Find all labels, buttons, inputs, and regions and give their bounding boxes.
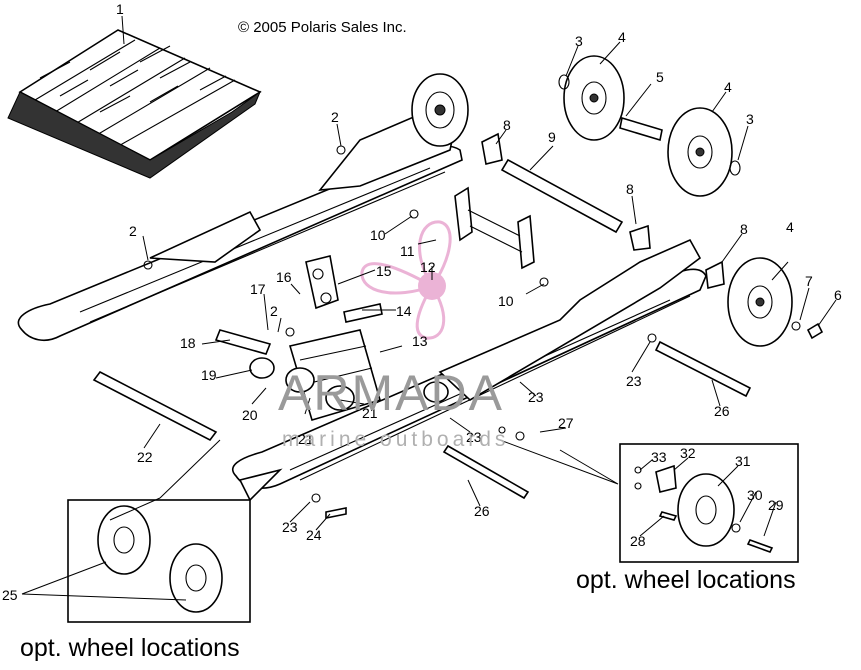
- callout-9: 9: [548, 129, 556, 145]
- logo-hub: [418, 272, 446, 300]
- callout-8: 8: [740, 221, 748, 237]
- opt-box-right: [619, 443, 799, 563]
- callout-1: 1: [116, 1, 124, 17]
- callouts: 1 2 2 2 3 3 4 4 4 5 6 7 8 8 8 9 10 10 11…: [2, 1, 842, 603]
- callout-8: 8: [503, 117, 511, 133]
- callout-15: 15: [376, 263, 392, 279]
- callout-10: 10: [370, 227, 386, 243]
- watermark-logo: [360, 220, 452, 340]
- callout-26: 26: [474, 503, 490, 519]
- callout-28: 28: [630, 533, 646, 549]
- watermark-brand: ARMADA: [278, 365, 504, 421]
- callout-17: 17: [250, 281, 266, 297]
- callout-29: 29: [768, 497, 784, 513]
- callout-20: 20: [242, 407, 258, 423]
- callout-16: 16: [276, 269, 292, 285]
- torque-arm: [305, 186, 535, 323]
- callout-8: 8: [626, 181, 634, 197]
- callout-11: 11: [400, 243, 415, 259]
- callout-21: 21: [362, 405, 378, 421]
- callout-23: 23: [528, 389, 544, 405]
- callout-23: 23: [466, 429, 482, 445]
- callout-4: 4: [724, 79, 732, 95]
- track-part: [7, 29, 262, 179]
- opt-box-left: [67, 499, 251, 623]
- rear-arm-assembly: [214, 327, 449, 421]
- callout-22: 22: [137, 449, 153, 465]
- callout-7: 7: [805, 273, 813, 289]
- callout-4: 4: [618, 29, 626, 45]
- callout-12: 12: [420, 259, 436, 275]
- callout-31: 31: [735, 453, 751, 469]
- callout-27: 27: [558, 415, 574, 431]
- watermark-tagline: marine outboards: [282, 428, 509, 451]
- callout-21: 21: [298, 431, 314, 447]
- callout-18: 18: [180, 335, 196, 351]
- callout-25: 25: [2, 587, 18, 603]
- callout-32: 32: [680, 445, 696, 461]
- callout-10: 10: [498, 293, 514, 309]
- callout-23: 23: [282, 519, 298, 535]
- callout-23: 23: [626, 373, 642, 389]
- logo-blade-left: [360, 262, 436, 295]
- callout-13: 13: [412, 333, 428, 349]
- callout-2: 2: [270, 303, 278, 319]
- logo-blade-top: [418, 220, 452, 289]
- callout-4: 4: [786, 219, 794, 235]
- callout-19: 19: [201, 367, 217, 383]
- callout-3: 3: [575, 33, 583, 49]
- opt-wheel-label-left: opt. wheel locations: [20, 634, 240, 662]
- callout-30: 30: [747, 487, 763, 503]
- callout-24: 24: [306, 527, 322, 543]
- callout-3: 3: [746, 111, 754, 127]
- callout-26: 26: [714, 403, 730, 419]
- leader-lines: [21, 15, 837, 601]
- opt-wheel-label-right: opt. wheel locations: [576, 566, 796, 594]
- brackets: [481, 132, 725, 289]
- callout-14: 14: [396, 303, 412, 319]
- callout-2: 2: [331, 109, 339, 125]
- callout-5: 5: [656, 69, 664, 85]
- copyright-text: © 2005 Polaris Sales Inc.: [238, 19, 407, 36]
- callout-6: 6: [834, 287, 842, 303]
- callout-33: 33: [651, 449, 667, 465]
- lower-rail: [231, 238, 707, 502]
- logo-blade-right: [415, 283, 446, 340]
- idler-wheels: [558, 55, 793, 347]
- upper-rail: [17, 73, 469, 342]
- shafts: [92, 116, 752, 500]
- callout-2: 2: [129, 223, 137, 239]
- hardware: [143, 145, 824, 519]
